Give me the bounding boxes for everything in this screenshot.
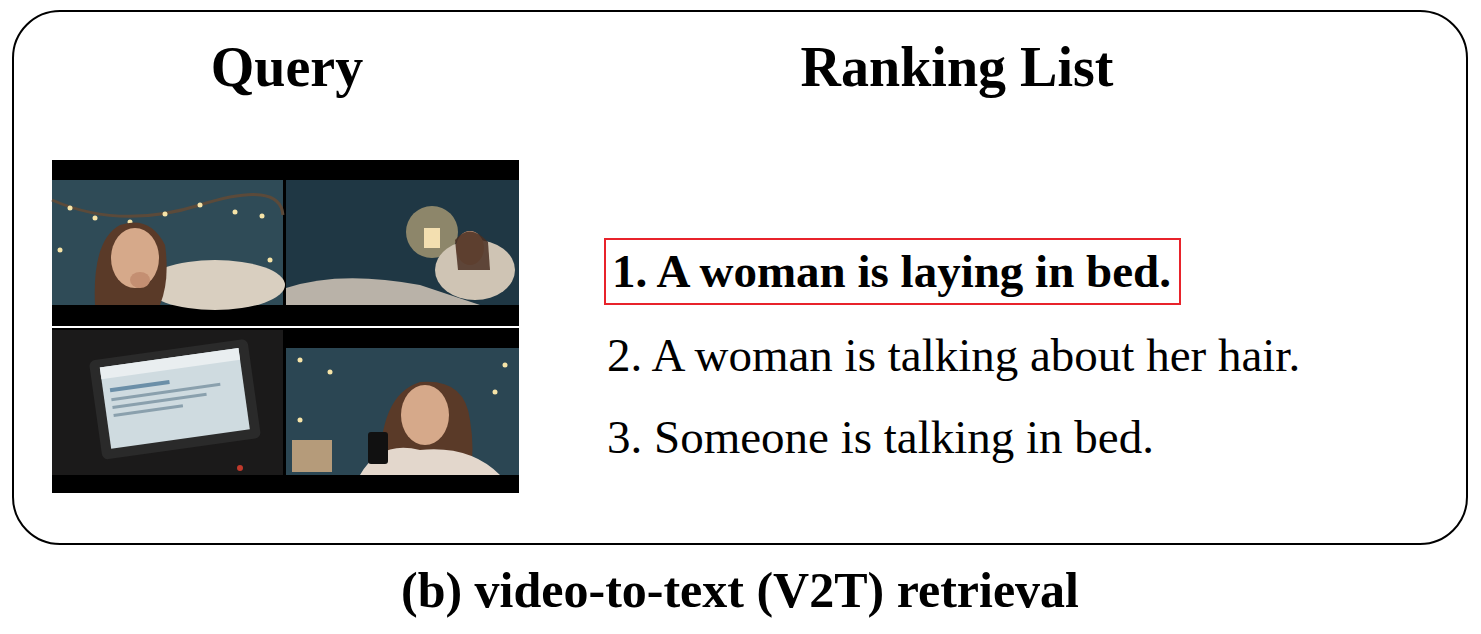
phone: [368, 432, 388, 464]
lamp: [424, 228, 440, 248]
photo-frame: [292, 440, 332, 472]
hand: [130, 272, 150, 288]
frame-wall: [286, 180, 519, 305]
hair: [455, 231, 490, 270]
video-frame: [286, 348, 519, 475]
top-ranked-caption-box: 1. A woman is laying in bed.: [604, 238, 1181, 305]
query-panel: Query Ranking List 1. A woman is laying in…: [12, 10, 1468, 545]
ranked-caption: 1. A woman is laying in bed.: [612, 243, 1171, 299]
separator: [52, 326, 519, 328]
ranked-caption: 3. Someone is talking in bed.: [607, 409, 1154, 465]
video-frame: [286, 180, 519, 305]
fairy-lights-wire: [52, 195, 283, 217]
frame-wall: [286, 348, 519, 475]
indicator-light: [237, 465, 243, 471]
panel-heading: Ranking List: [801, 34, 1114, 101]
face: [111, 228, 159, 288]
face: [401, 385, 449, 445]
blanket: [286, 278, 480, 305]
video-frame: [52, 180, 285, 310]
ranked-caption: 2. A woman is talking about her hair.: [607, 327, 1300, 383]
frame-grid-background: [52, 160, 519, 493]
figure-caption: (b) video-to-text (V2T) retrieval: [401, 560, 1079, 620]
tablet: [89, 339, 261, 460]
hair: [95, 223, 167, 306]
frame-background: [52, 330, 283, 475]
panel-heading: Query: [211, 34, 363, 101]
video-frame: [52, 330, 283, 475]
